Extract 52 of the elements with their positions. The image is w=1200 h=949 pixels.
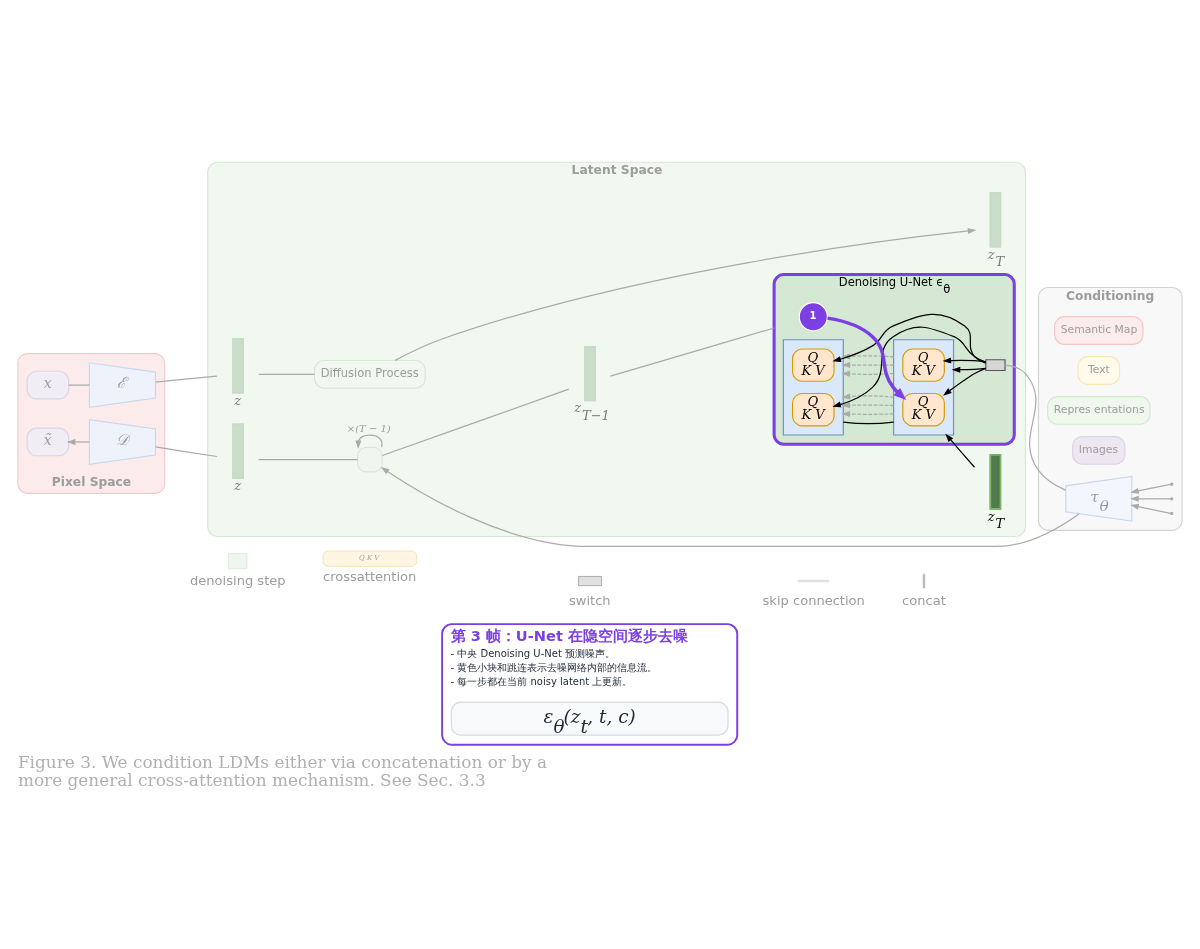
arrow [841, 393, 895, 400]
arrow [380, 466, 1080, 547]
legend-label: switch [568, 592, 611, 608]
arrow [1130, 495, 1172, 502]
arrow [841, 401, 895, 408]
node-label: z [234, 477, 242, 493]
node-box: Text [1077, 355, 1121, 385]
node-box: Q K V [791, 392, 835, 426]
arrow [827, 315, 907, 400]
node-box: Semantic Map [1054, 315, 1144, 345]
arrow [832, 313, 987, 364]
connector [68, 383, 90, 386]
node-box: Diffusion Process [313, 359, 426, 389]
arrow [841, 361, 895, 368]
node-box [357, 446, 383, 472]
connector [842, 421, 895, 424]
node-box: Q K V [791, 347, 835, 382]
arrow [1130, 503, 1172, 514]
arrow [355, 433, 383, 449]
legend-label: denoising step [190, 572, 286, 588]
connector [1004, 364, 1067, 491]
connector [609, 326, 775, 377]
node-box: 𝒟 [88, 418, 157, 465]
arrow [943, 367, 987, 396]
node-box: Q K V [902, 392, 945, 426]
node-box: x [26, 370, 70, 399]
connector [154, 375, 218, 383]
legend-label: concat [902, 592, 946, 608]
connector [381, 388, 570, 456]
edge-label: ×(T − 1) [346, 422, 391, 433]
connector [154, 445, 218, 457]
arrow [1130, 483, 1172, 494]
node-box: Images [1072, 435, 1126, 465]
arrow [945, 433, 976, 468]
caption: Figure 3. We condition LDMs either via concatenation or by a more general cross-attention mechanism. See Sec. 3.3 [17, 750, 548, 790]
arrow [951, 366, 987, 373]
node-box: x̃ [26, 427, 70, 456]
node-box: Q K V [902, 347, 945, 382]
node-box: ℰ [88, 361, 157, 408]
arrow [942, 357, 987, 364]
arrow [832, 326, 987, 407]
arrow [841, 370, 895, 377]
node-box: Repres entations [1047, 395, 1151, 425]
node-circle: 1 [798, 301, 828, 331]
arrow [66, 438, 90, 445]
connector [257, 458, 359, 460]
connector [258, 373, 316, 375]
node-box [985, 358, 1006, 371]
legend-label: skip connection [762, 592, 865, 608]
node-label: z [234, 392, 242, 408]
arrow [841, 410, 895, 417]
legend-label: crossattention [323, 568, 417, 584]
